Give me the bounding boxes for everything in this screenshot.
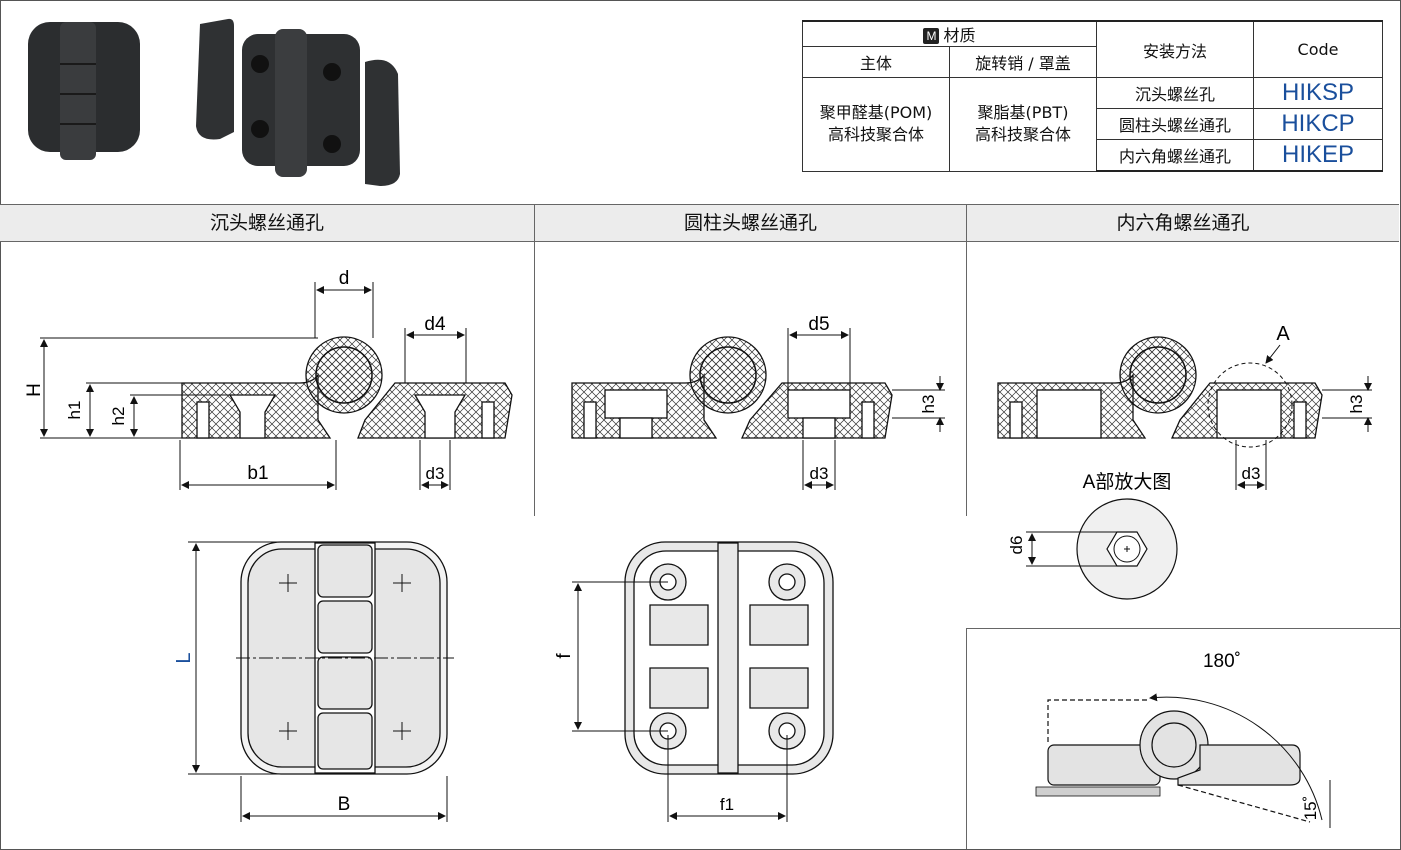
countersunk-dimensions	[40, 282, 467, 490]
svg-text:L: L	[173, 652, 195, 663]
cylinder-bottom-view	[624, 541, 834, 775]
detail-a-view	[1076, 498, 1178, 600]
code-hikcp: HIKCP	[1253, 108, 1383, 140]
svg-text:180˚: 180˚	[1203, 651, 1241, 672]
svg-text:B: B	[338, 794, 351, 815]
svg-text:A: A	[1276, 323, 1290, 345]
svg-text:H: H	[24, 383, 45, 397]
pin-material-cell: 聚脂基(PBT)高科技聚合体	[949, 77, 1097, 172]
svg-text:d3: d3	[810, 464, 829, 483]
countersunk-section-view	[181, 336, 513, 439]
hex-section-view	[997, 336, 1323, 448]
rotation-diagram	[1035, 693, 1331, 828]
svg-text:b1: b1	[247, 463, 268, 484]
svg-text:d6: d6	[1007, 536, 1026, 555]
svg-text:15˚: 15˚	[1301, 796, 1320, 821]
section-header-hex: 内六角螺丝通孔	[967, 204, 1399, 242]
svg-text:A部放大图: A部放大图	[1083, 471, 1172, 493]
code-hiksp: HIKSP	[1253, 77, 1383, 109]
main-material-cell: 聚甲醛基(POM)高科技聚合体	[802, 77, 950, 172]
cylinder-section-view	[571, 336, 893, 439]
svg-text:d5: d5	[808, 314, 829, 335]
svg-text:h2: h2	[109, 407, 128, 426]
material-icon: M	[923, 28, 940, 44]
product-photos	[28, 18, 400, 186]
svg-text:d4: d4	[424, 314, 446, 335]
svg-text:f1: f1	[720, 795, 734, 814]
svg-text:h1: h1	[65, 401, 84, 420]
svg-text:d3: d3	[426, 464, 445, 483]
code-hikep: HIKEP	[1253, 139, 1383, 172]
svg-text:f: f	[554, 653, 575, 659]
svg-text:h3: h3	[919, 395, 938, 414]
svg-text:d: d	[339, 268, 350, 289]
svg-text:d3: d3	[1242, 464, 1261, 483]
section-header-countersunk: 沉头螺丝通孔	[0, 204, 534, 242]
svg-text:h3: h3	[1347, 395, 1366, 414]
section-header-cylinder: 圆柱头螺丝通孔	[535, 204, 966, 242]
